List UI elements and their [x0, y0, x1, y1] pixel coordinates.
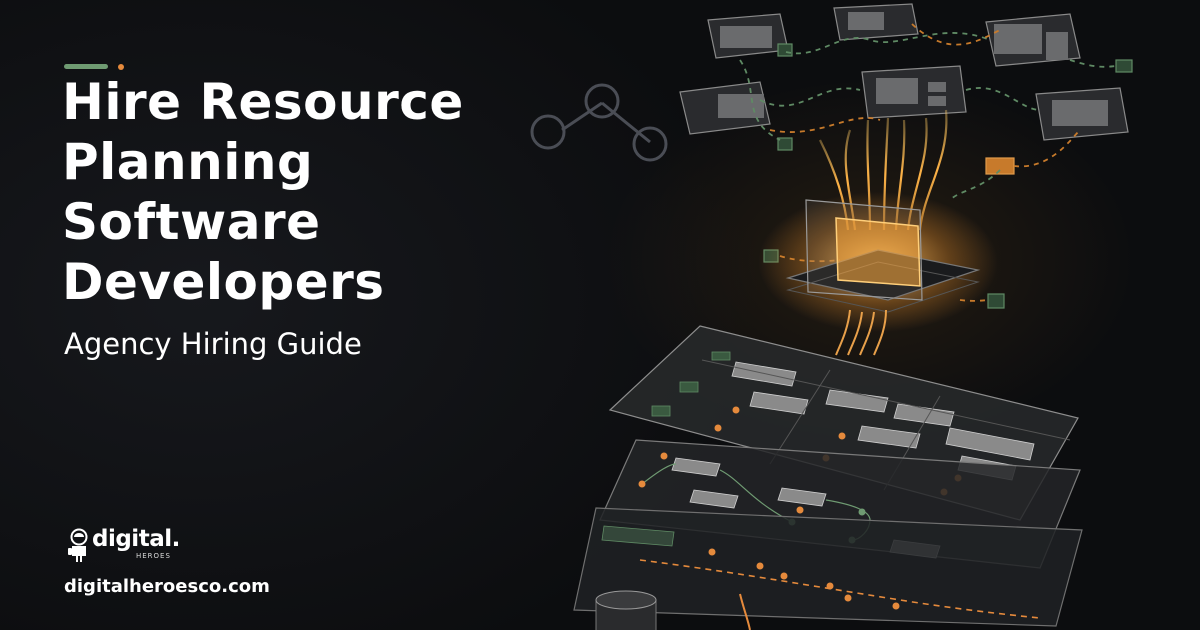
astronaut-icon [68, 528, 88, 562]
headline-line-4: Developers [62, 253, 385, 311]
timeline-board-layer [573, 507, 1083, 630]
subtitle: Agency Hiring Guide [64, 327, 362, 361]
wires-down [835, 309, 887, 356]
dashed-wires [739, 23, 1119, 302]
headline-line-1: Hire Resource [62, 73, 464, 131]
headline: Hire Resource Planning Software Develope… [62, 72, 532, 312]
accent-dot [118, 64, 124, 70]
glowing-core [758, 192, 998, 332]
logo-subtitle: HEROES [136, 552, 171, 560]
headline-line-2: Planning [62, 133, 314, 191]
headline-line-3: Software [62, 193, 321, 251]
database-icon [595, 590, 657, 630]
website-url: digitalheroesco.com [64, 576, 270, 597]
logo-wordmark: digital. [92, 526, 180, 552]
accent-bar [64, 64, 108, 69]
brand-logo: digital. HEROES [68, 526, 180, 564]
network-nodes-icon [530, 83, 668, 162]
